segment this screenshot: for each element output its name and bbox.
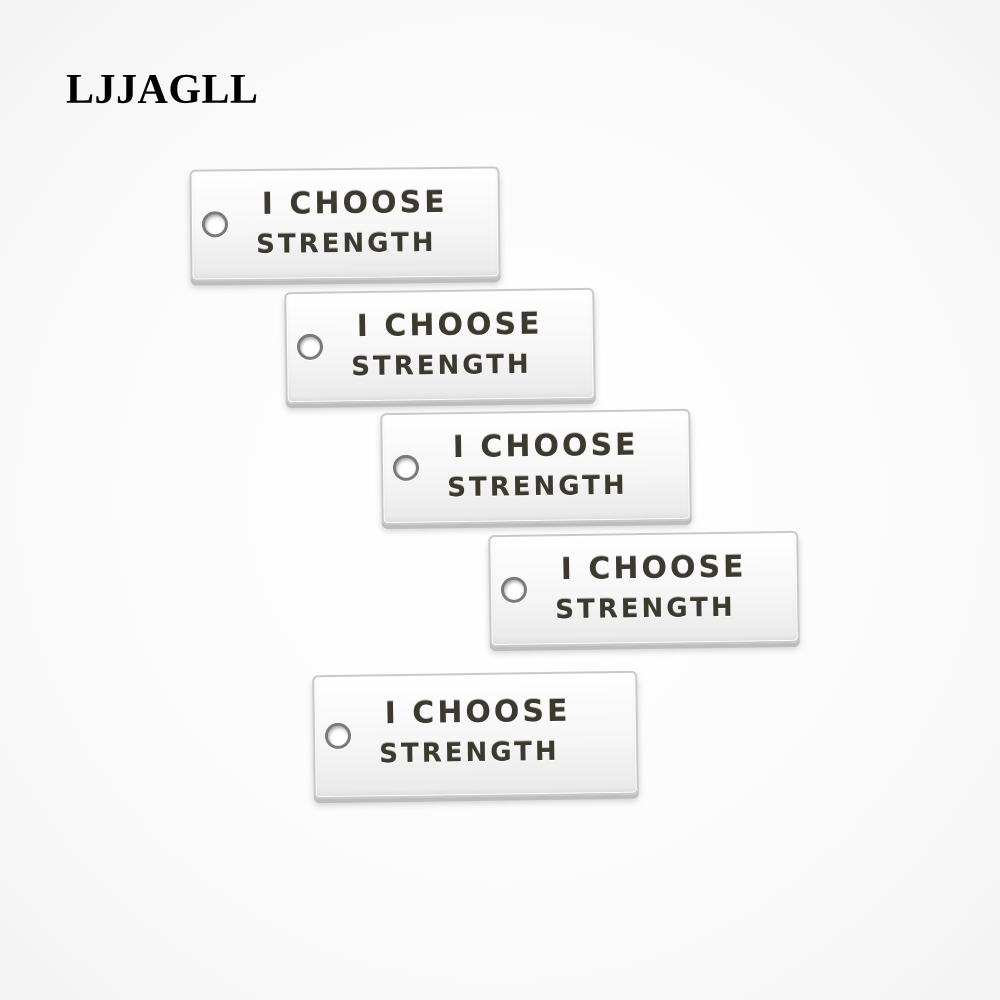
charm-line-1: I CHOOSE <box>261 184 448 222</box>
brand-watermark: LJJAGLL <box>66 67 259 113</box>
charm-engraving: I CHOOSE STRENGTH <box>446 425 675 508</box>
charm-tag: I CHOOSE STRENGTH <box>380 408 692 526</box>
charm-line-2: STRENGTH <box>379 736 560 770</box>
charm-engraving: I CHOOSE STRENGTH <box>256 183 485 265</box>
charm-hole <box>324 722 352 750</box>
charm-hole <box>296 333 324 360</box>
charm-tag: I CHOOSE STRENGTH <box>189 166 501 282</box>
charm-line-1: I CHOOSE <box>452 427 639 466</box>
charm-line-2: STRENGTH <box>555 592 736 626</box>
charm-engraving: I CHOOSE STRENGTH <box>350 304 579 387</box>
charm-tag: I CHOOSE STRENGTH <box>312 670 639 800</box>
charm-line-2: STRENGTH <box>447 470 628 504</box>
charm-line-1: I CHOOSE <box>384 693 571 732</box>
charm-hole <box>500 576 528 603</box>
charm-line-2: STRENGTH <box>351 349 532 383</box>
charm-hole <box>201 211 229 238</box>
charm-tag: I CHOOSE STRENGTH <box>488 530 800 648</box>
charm-tag: I CHOOSE STRENGTH <box>284 287 596 405</box>
charm-line-1: I CHOOSE <box>560 549 747 588</box>
charm-hole <box>392 454 420 481</box>
charm-engraving: I CHOOSE STRENGTH <box>378 691 622 774</box>
charm-engraving: I CHOOSE STRENGTH <box>554 547 783 630</box>
charm-line-1: I CHOOSE <box>356 306 543 345</box>
charm-line-2: STRENGTH <box>256 228 437 260</box>
